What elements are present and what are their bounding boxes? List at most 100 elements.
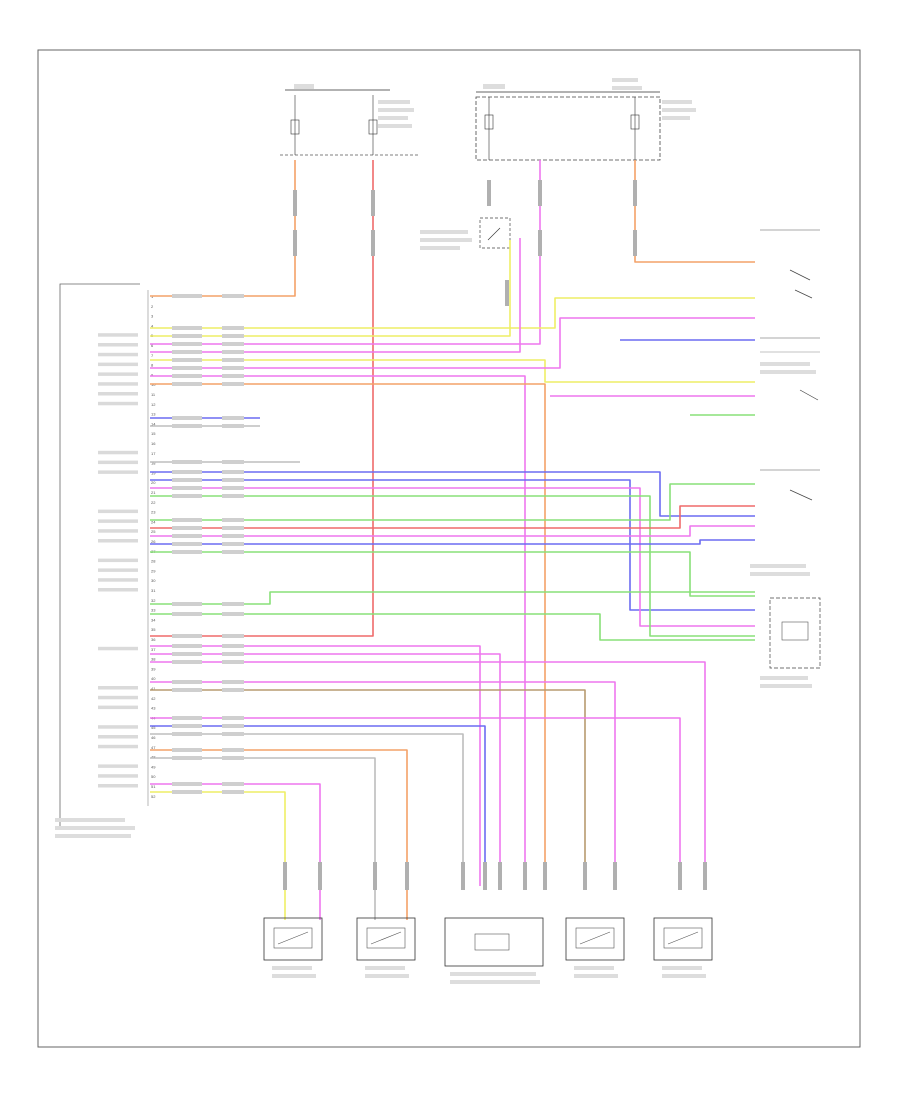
pin-name-label xyxy=(98,568,138,572)
pin-number: 47 xyxy=(151,745,156,750)
sensor-right-rear xyxy=(653,917,713,978)
pin-number: 37 xyxy=(151,647,156,652)
pin-number: 31 xyxy=(151,588,156,593)
connector-tag xyxy=(538,230,542,256)
pin-name-label xyxy=(98,764,138,768)
pin-number: 22 xyxy=(151,500,156,505)
pin-number: 49 xyxy=(151,764,156,769)
connector-tag xyxy=(613,862,617,890)
wire-circuit-tag xyxy=(222,716,244,720)
steering-angle-sensor xyxy=(444,917,544,984)
wire-circuit-tag xyxy=(222,756,244,760)
fuse-box-left xyxy=(280,84,420,156)
pin-number: 26 xyxy=(151,539,156,544)
wire-lf-b xyxy=(150,791,286,920)
sensor-left-rear xyxy=(565,917,625,978)
connector-tag xyxy=(283,862,287,890)
wire-color-tag xyxy=(172,652,202,656)
wire-circuit-tag xyxy=(222,294,244,298)
pin-number: 7 xyxy=(151,353,154,358)
wire-right-fuse xyxy=(634,160,755,263)
wire-power-feed-right xyxy=(150,160,374,637)
pin-number: 12 xyxy=(151,402,156,407)
pin-number: 35 xyxy=(151,627,156,632)
wire-circuit-tag xyxy=(222,460,244,464)
pin-number: 52 xyxy=(151,794,156,799)
wire-can-low xyxy=(150,525,755,537)
wire-circuit-tag xyxy=(222,724,244,728)
connector-tag xyxy=(487,180,491,206)
pin-number: 36 xyxy=(151,637,156,642)
pin-number: 46 xyxy=(151,735,156,740)
wire-color-tag xyxy=(172,326,202,330)
wire-color-tag xyxy=(172,790,202,794)
connector-tag xyxy=(633,180,637,206)
wire-circuit-tag xyxy=(222,382,244,386)
wire-yaw-d xyxy=(150,495,755,637)
wire-color-tag xyxy=(172,494,202,498)
wire-circuit-tag xyxy=(222,652,244,656)
wire-circuit-tag xyxy=(222,486,244,490)
pin-name-label xyxy=(98,558,138,563)
connector-tag xyxy=(483,862,487,890)
wire-steering-f xyxy=(150,733,464,886)
wire-color-tag xyxy=(172,382,202,386)
wire-color-tag xyxy=(172,732,202,736)
pin-number: 40 xyxy=(151,676,156,681)
pin-name-label xyxy=(98,519,138,523)
pin-number: 19 xyxy=(151,470,156,475)
wire-color-tag xyxy=(172,716,202,720)
wire-color-tag xyxy=(172,634,202,638)
wire-circuit-tag xyxy=(222,534,244,538)
wire-color-tag xyxy=(172,526,202,530)
wire-brake-switch-b xyxy=(150,359,755,383)
wire-circuit-tag xyxy=(222,334,244,338)
wire-circuit-tag xyxy=(222,342,244,346)
wire-circuit-tag xyxy=(222,470,244,474)
wire-lf-a xyxy=(150,783,321,920)
wire-color-tag xyxy=(172,782,202,786)
wire-color-tag xyxy=(172,342,202,346)
wire-color-tag xyxy=(172,680,202,684)
pin-number: 21 xyxy=(151,490,156,495)
connector-tag xyxy=(678,862,682,890)
wire-circuit-tag xyxy=(222,680,244,684)
wire-color-tag xyxy=(172,294,202,298)
wire-relay-coil xyxy=(150,238,521,353)
pin-number: 3 xyxy=(151,314,154,319)
wire-color-tag xyxy=(172,534,202,538)
connector-pin-labels: 1234567891011121314151617181920212223242… xyxy=(98,294,156,799)
pin-name-label xyxy=(98,705,138,710)
wire-circuit-tag xyxy=(222,478,244,482)
connector-tag xyxy=(293,230,297,256)
wire-color-tag xyxy=(172,366,202,370)
pin-name-label xyxy=(98,450,138,455)
wire-yaw-ground xyxy=(150,613,755,641)
connector-tag xyxy=(505,280,509,306)
pin-number: 16 xyxy=(151,441,156,446)
connector-tag xyxy=(703,862,707,890)
pin-number: 11 xyxy=(151,392,156,397)
wire-pin-8 xyxy=(150,317,755,369)
wire-circuit-tag xyxy=(222,542,244,546)
connector-tag xyxy=(371,230,375,256)
wire-circuit-tag xyxy=(222,550,244,554)
connector-tag xyxy=(498,862,502,890)
wire-pin-30 xyxy=(150,551,755,597)
pin-number: 45 xyxy=(151,725,156,730)
connector-tag xyxy=(633,230,637,256)
connector-tag xyxy=(371,190,375,216)
sensor-left-front xyxy=(263,917,323,978)
wire-circuit-tag xyxy=(222,326,244,330)
pin-name-label xyxy=(98,372,138,376)
wire-color-tag xyxy=(172,542,202,546)
pin-number: 32 xyxy=(151,598,156,603)
pin-name-label xyxy=(98,695,138,700)
yaw-rate-sensor xyxy=(750,469,821,688)
wire-color-tag xyxy=(172,644,202,648)
connector-tag xyxy=(523,862,527,890)
wire-color-tag xyxy=(172,478,202,482)
wire-steering-e xyxy=(150,725,486,886)
pin-number: 34 xyxy=(151,617,156,622)
